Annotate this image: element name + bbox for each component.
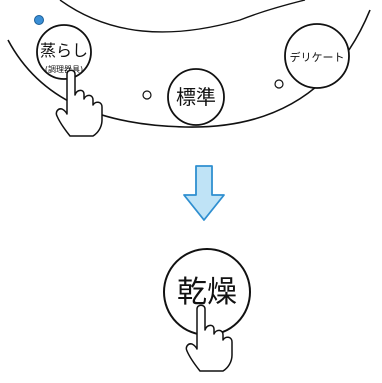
down-arrow-icon bbox=[183, 165, 225, 221]
pointing-hand-icon bbox=[55, 69, 103, 137]
standard-button-label: 標準 bbox=[176, 85, 216, 109]
delicate-button-label: デリケート bbox=[290, 50, 345, 64]
delicate-button[interactable]: デリケート bbox=[284, 23, 350, 89]
dry-button-label: 乾燥 bbox=[177, 275, 237, 310]
dry-button[interactable]: 乾燥 bbox=[163, 248, 251, 336]
panel-inner-arc bbox=[59, 0, 306, 33]
standard-button[interactable]: 標準 bbox=[167, 68, 225, 126]
steam-button[interactable]: 蒸らし (調理器具) bbox=[36, 24, 92, 80]
steam-button-sublabel: (調理器具) bbox=[45, 64, 83, 74]
led-indicator-icon bbox=[34, 15, 44, 25]
steam-button-label: 蒸らし bbox=[40, 41, 88, 60]
pointing-hand-icon bbox=[185, 304, 233, 372]
delicate-indicator-icon bbox=[274, 79, 284, 89]
standard-indicator-icon bbox=[142, 90, 152, 100]
